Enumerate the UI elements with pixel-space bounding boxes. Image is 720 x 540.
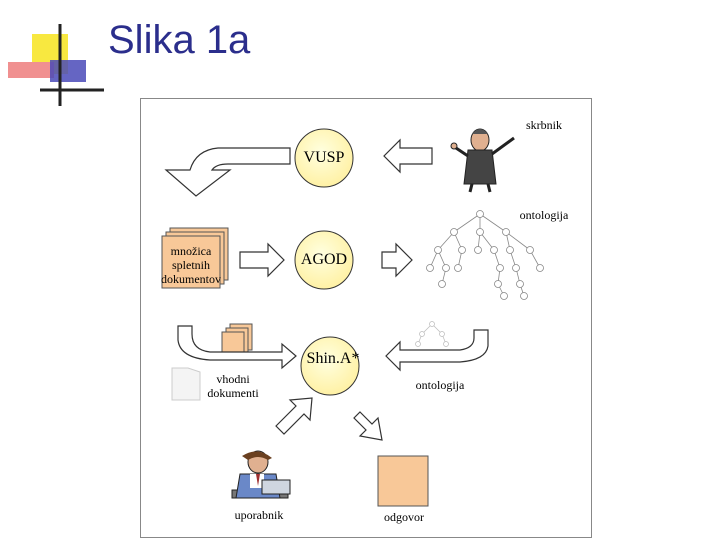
- curved-arrow-left-icon: [164, 147, 291, 197]
- vusp-node: [294, 128, 354, 188]
- document-set-label: množica spletnih dokumentov: [161, 244, 221, 286]
- curved-arrow-right-icon: [177, 325, 297, 370]
- vusp-label: VUSP: [303, 149, 345, 166]
- answer-label: odgovor: [384, 510, 424, 524]
- document-outline-icon: [171, 367, 201, 401]
- arrow-left-icon: [383, 138, 433, 174]
- agod-node: [294, 230, 354, 290]
- ontology-mini-icon: [415, 321, 449, 347]
- ontology-tree-icon: [426, 210, 544, 300]
- input-documents-label: vhodni dokumenti: [207, 372, 259, 400]
- ontology-mid-label: ontologija: [415, 378, 465, 392]
- arrow-down-right-icon: [353, 411, 383, 441]
- agod-label: AGOD: [300, 251, 348, 268]
- document-stack-icon: [161, 227, 229, 289]
- skrbnik-icon: [450, 128, 515, 193]
- arrow-right-icon: [239, 242, 285, 278]
- slide-title: Slika 1a: [108, 18, 251, 62]
- arrow-up-right-icon: [275, 397, 313, 435]
- skrbnik-label: skrbnik: [526, 118, 562, 132]
- shina-label: Shin.A*: [306, 350, 360, 367]
- slide-logo: [8, 24, 104, 106]
- shina-node: [300, 336, 360, 396]
- user-at-computer-icon: [231, 450, 291, 499]
- answer-document-icon: [377, 455, 429, 507]
- arrow-right-icon: [381, 242, 413, 278]
- ontology-top-label: ontologija: [519, 208, 569, 222]
- user-label: uporabnik: [234, 508, 284, 522]
- curved-arrow-left-icon: [385, 329, 489, 372]
